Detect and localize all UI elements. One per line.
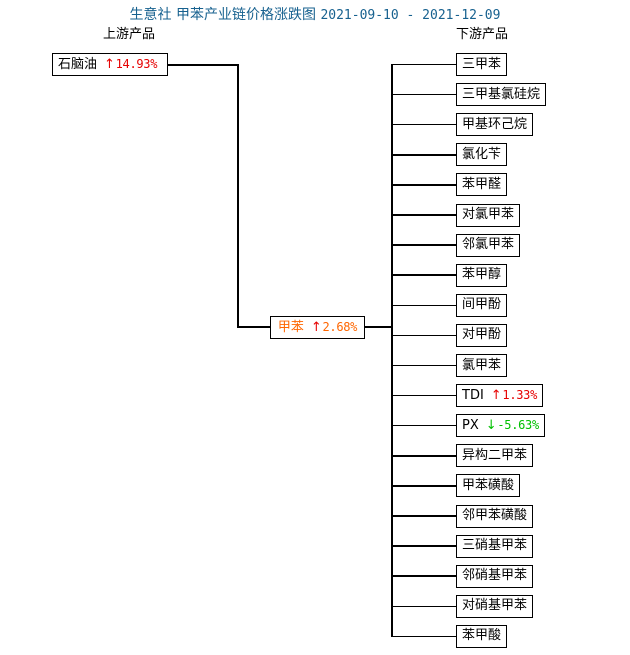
connector-branch	[391, 63, 456, 66]
node-label: 苯甲酸	[462, 628, 502, 644]
downstream-node[interactable]: 三甲基氯硅烷	[456, 83, 547, 107]
node-label: 甲基环己烷	[462, 116, 528, 132]
downstream-node[interactable]: 三硝基甲苯	[456, 534, 534, 558]
node-label: 三甲基氯硅烷	[462, 86, 541, 102]
node-label: 对氯甲苯	[462, 207, 515, 222]
node-label: 石脑油	[58, 56, 98, 72]
downstream-node[interactable]: 间甲酚	[456, 293, 508, 317]
connector-branch	[391, 154, 456, 156]
node-label: 间甲酚	[462, 297, 502, 313]
node-change-value: 2.68%	[322, 320, 358, 334]
downstream-node[interactable]: 氯甲苯	[456, 354, 508, 377]
downstream-node[interactable]: 邻氯甲苯	[456, 233, 521, 257]
downstream-node[interactable]: 邻硝基甲苯	[456, 564, 534, 588]
node-label: TDI	[462, 387, 484, 403]
node-label: 苯甲醛	[462, 176, 502, 192]
downstream-node[interactable]: 异构二甲苯	[456, 444, 534, 468]
node-change: ↑14.93%	[104, 54, 157, 75]
upstream-column-header: 上游产品	[103, 27, 156, 42]
downstream-node[interactable]: 苯甲酸	[456, 624, 508, 648]
downstream-node[interactable]: 三甲苯	[456, 53, 508, 76]
connector-branch	[391, 424, 456, 427]
arrow-up-icon: ↑	[490, 388, 502, 404]
node-label: 甲苯	[277, 319, 304, 335]
connector-branch	[391, 545, 456, 547]
downstream-node[interactable]: 甲基环己烷	[456, 113, 534, 137]
downstream-node[interactable]: 对氯甲苯	[456, 203, 521, 227]
chart-title-main: 生意社 甲苯产业链价格涨跌图	[129, 7, 316, 23]
node-label: 氯甲苯	[462, 357, 502, 373]
connector-downstream-trunk	[391, 63, 393, 638]
connector-branch	[391, 304, 456, 307]
node-change-value: 1.33%	[502, 388, 538, 403]
node-label: 异构二甲苯	[462, 447, 528, 463]
connector-branch	[391, 515, 456, 517]
downstream-node[interactable]: 邻甲苯磺酸	[456, 504, 534, 528]
downstream-node[interactable]: 氯化苄	[456, 143, 508, 167]
node-change: ↓-5.63%	[486, 415, 539, 436]
downstream-column-header: 下游产品	[456, 27, 509, 42]
downstream-node[interactable]: 甲苯磺酸	[456, 474, 521, 498]
node-change-value: -5.63%	[497, 418, 539, 433]
connector-upstream-horizontal-top	[167, 64, 239, 66]
chart-title: 生意社 甲苯产业链价格涨跌图 2021-09-10 - 2021-12-09	[0, 7, 630, 24]
connector-branch	[391, 274, 456, 276]
downstream-node[interactable]: TDI ↑1.33%	[456, 384, 544, 408]
node-label: 邻甲苯磺酸	[462, 508, 528, 523]
downstream-node[interactable]: 对甲酚	[456, 323, 508, 347]
node-label: 邻硝基甲苯	[462, 568, 528, 584]
connector-branch	[391, 93, 456, 96]
node-change: ↑1.33%	[490, 385, 538, 406]
connector-branch	[391, 605, 456, 608]
connector-branch	[391, 485, 456, 487]
connector-upstream-vertical	[237, 64, 239, 327]
node-change: ↑2.68%	[310, 317, 358, 338]
downstream-node[interactable]: 苯甲醛	[456, 173, 508, 197]
connector-branch	[391, 214, 456, 216]
arrow-up-icon: ↑	[104, 57, 115, 72]
node-label: 苯甲醇	[462, 267, 502, 283]
node-label: 氯化苄	[462, 146, 502, 162]
downstream-node[interactable]: PX ↓-5.63%	[456, 414, 545, 438]
node-label: 三硝基甲苯	[462, 538, 528, 554]
upstream-node-naphtha[interactable]: 石脑油 ↑14.93%	[52, 53, 168, 76]
connector-branch	[391, 575, 456, 577]
connector-branch	[391, 364, 456, 367]
node-label: 对甲酚	[462, 327, 502, 343]
node-label: 三甲苯	[462, 56, 502, 72]
connector-branch	[391, 635, 456, 638]
connector-branch	[391, 334, 456, 337]
node-change-value: 14.93%	[115, 57, 158, 71]
node-label: 甲苯磺酸	[462, 477, 515, 493]
chart-title-date-range: 2021-09-10 - 2021-12-09	[320, 8, 501, 23]
arrow-up-icon: ↑	[310, 320, 322, 335]
connector-branch	[391, 123, 456, 126]
connector-branch	[391, 184, 456, 186]
downstream-node[interactable]: 对硝基甲苯	[456, 594, 534, 618]
connector-upstream-horizontal-bottom	[237, 326, 271, 328]
connector-center-to-trunk	[364, 326, 392, 328]
arrow-down-icon: ↓	[485, 418, 497, 434]
connector-branch	[391, 394, 456, 397]
center-node-toluene[interactable]: 甲苯 ↑2.68%	[270, 316, 365, 339]
connector-branch	[391, 455, 456, 457]
downstream-node[interactable]: 苯甲醇	[456, 263, 508, 287]
node-label: PX	[462, 417, 479, 433]
node-label: 对硝基甲苯	[462, 598, 528, 614]
connector-branch	[391, 244, 456, 246]
node-label: 邻氯甲苯	[462, 237, 515, 253]
